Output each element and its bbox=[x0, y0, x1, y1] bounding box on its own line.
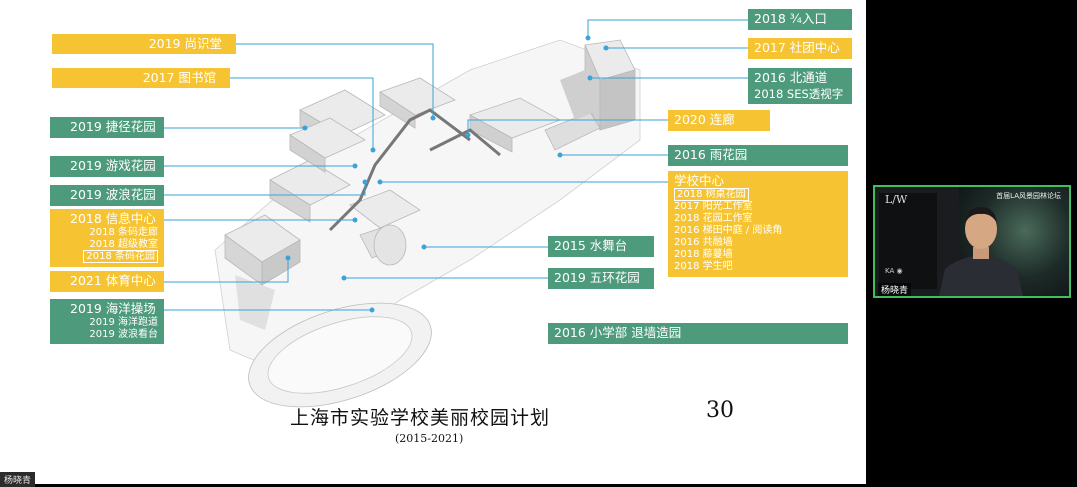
backdrop-poster bbox=[879, 193, 937, 289]
campus-axonometric-map bbox=[164, 19, 748, 408]
label-2018-student-bar: 2018 学生吧 bbox=[674, 261, 733, 272]
label-2016-rain-garden: 2016 雨花园 bbox=[668, 145, 848, 166]
label-2018-tree-table-garden: 2018 树桌花园 bbox=[674, 188, 749, 201]
label-2018-entrance: 2018 ¾入口 bbox=[748, 9, 852, 30]
label-2018-barcode-corridor: 2018 条码走廊 bbox=[89, 227, 158, 238]
label-2017-sunshine-studio: 2017 阳光工作室 bbox=[674, 201, 753, 212]
speaker-avatar bbox=[939, 207, 1023, 296]
poster-title: 首届LA风景园林论坛 bbox=[996, 192, 1061, 200]
label-2018-vine-wall: 2018 藤蔓墙 bbox=[674, 249, 733, 260]
label-2019-shortcut-garden: 2019 捷径花园 bbox=[50, 117, 164, 138]
label-2021-sports-center: 2021 体育中心 bbox=[50, 271, 164, 292]
label-2019-ocean-playground-title: 2019 海洋操场 bbox=[70, 301, 156, 316]
presentation-slide: 2019 尚识堂 2017 图书馆 2019 捷径花园 2019 游戏花园 20… bbox=[0, 0, 866, 484]
label-2019-shangshitang: 2019 尚识堂 bbox=[52, 34, 236, 54]
label-2016-terrace-atrium: 2016 梯田中庭 / 阅读角 bbox=[674, 225, 783, 236]
label-2019-game-garden: 2019 游戏花园 bbox=[50, 156, 164, 177]
label-2017-club-center: 2017 社团中心 bbox=[748, 38, 852, 59]
label-2018-ses-letters: 2018 SES透视字 bbox=[754, 87, 844, 101]
speaker-name-tag: 杨晓青 bbox=[878, 283, 912, 296]
label-2015-water-stage: 2015 水舞台 bbox=[548, 236, 654, 257]
label-school-center: 学校中心 2018 树桌花园 2017 阳光工作室 2018 花园工作室 201… bbox=[668, 171, 848, 277]
label-2016-inclusion-wall: 2016 共融墙 bbox=[674, 237, 733, 248]
speaker-video-tile[interactable]: L/W 首届LA风景园林论坛 KA ◉ 杨晓青 bbox=[873, 185, 1071, 298]
label-2019-five-ring-garden: 2019 五环花园 bbox=[548, 268, 654, 289]
label-2016-north-passage-title: 2016 北通道 bbox=[754, 70, 828, 85]
label-2019-ocean-playground: 2019 海洋操场 2019 海洋跑道 2019 波浪看台 bbox=[50, 299, 164, 344]
label-2019-wave-stand: 2019 波浪看台 bbox=[89, 329, 158, 340]
sponsor-logos: KA ◉ bbox=[885, 267, 903, 275]
slide-years: (2015-2021) bbox=[395, 432, 464, 445]
slide-title: 上海市实验学校美丽校园计划 bbox=[290, 407, 551, 429]
label-2016-primary-school: 2016 小学部 退墙造园 bbox=[548, 323, 848, 344]
poster-logo: L/W bbox=[885, 193, 908, 206]
slide-page-number: 30 bbox=[706, 398, 734, 423]
label-2017-library: 2017 图书馆 bbox=[52, 68, 230, 88]
label-2019-wave-garden: 2019 波浪花园 bbox=[50, 185, 164, 206]
label-2020-corridor: 2020 连廊 bbox=[668, 110, 770, 131]
label-school-center-title: 学校中心 bbox=[674, 173, 725, 188]
label-2018-super-classroom: 2018 超级教室 bbox=[89, 239, 158, 250]
participant-name-label: 杨晓青 bbox=[0, 472, 36, 487]
label-2018-barcode-garden: 2018 条码花园 bbox=[83, 250, 158, 263]
label-2018-garden-studio: 2018 花园工作室 bbox=[674, 213, 753, 224]
label-2018-info-center-title: 2018 信息中心 bbox=[70, 211, 156, 226]
label-2018-info-center: 2018 信息中心 2018 条码走廊 2018 超级教室 2018 条码花园 bbox=[50, 209, 164, 267]
label-2016-north-passage: 2016 北通道 2018 SES透视字 bbox=[748, 68, 852, 104]
label-2019-ocean-track: 2019 海洋跑道 bbox=[89, 317, 158, 328]
